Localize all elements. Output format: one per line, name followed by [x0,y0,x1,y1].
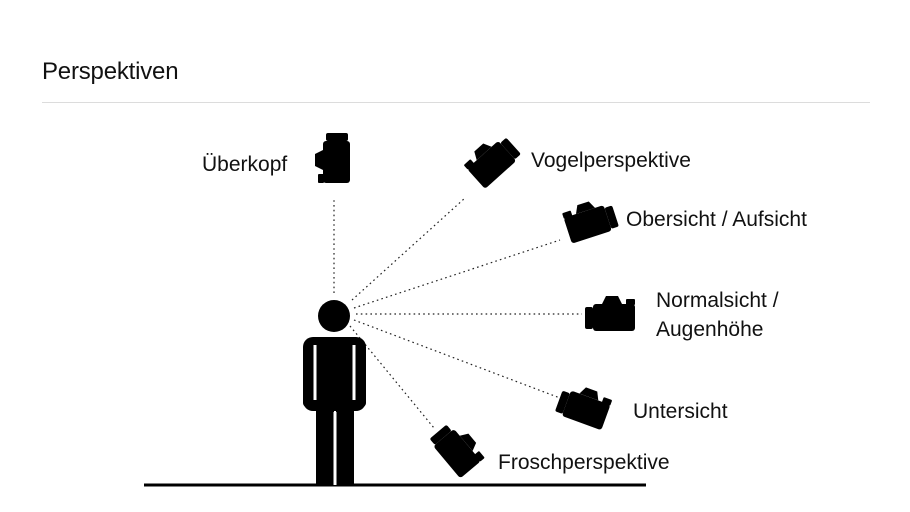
label-normalsicht-line2: Augenhöhe [656,318,763,341]
sight-line-untersicht [353,319,561,399]
camera-normal-icon [585,296,635,331]
person-right-arm [354,345,366,407]
label-untersicht: Untersicht [633,400,728,423]
label-normalsicht-line1: Normalsicht / [656,289,779,312]
camera-vogel-icon [461,129,523,189]
person-head [318,300,350,332]
person-torso [303,337,366,411]
label-vogelperspektive: Vogelperspektive [531,149,691,172]
person-figure [303,300,366,485]
camera-untersicht-icon [554,380,614,431]
camera-frosch-icon [428,417,488,479]
page-title: Perspektiven [42,58,179,85]
sight-line-vogel [351,197,466,301]
camera-obersicht-icon [561,194,620,244]
person-right-leg [336,400,354,485]
sight-line-obersicht [353,239,561,309]
person-left-leg [316,400,334,485]
title-divider [42,102,870,103]
camera-ueberkopf-icon [315,133,350,183]
label-obersicht: Obersicht / Aufsicht [626,208,807,231]
label-froschperspektive: Froschperspektive [498,451,670,474]
person-left-arm [303,345,315,407]
label-ueberkopf: Überkopf [202,153,287,176]
sight-lines [333,197,582,429]
